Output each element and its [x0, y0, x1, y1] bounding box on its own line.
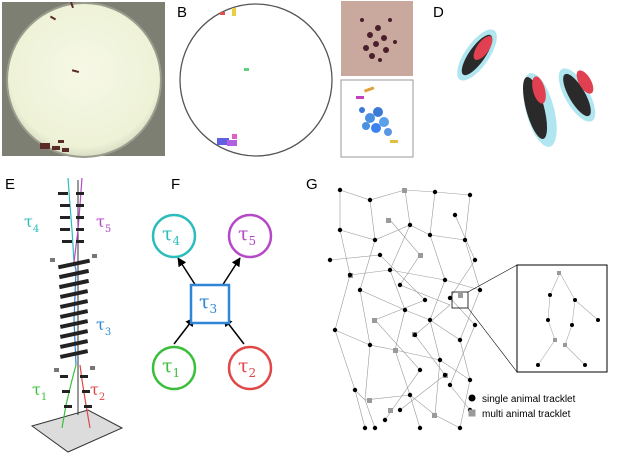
- arena-photo: [2, 1, 165, 158]
- legend-multi-label: multi animal tracklet: [482, 409, 571, 420]
- node-tau-5: [227, 213, 273, 259]
- tau-3-label-e: τ3: [96, 315, 111, 338]
- multi-tracklet-marker: [468, 409, 476, 417]
- graph-single-nodes: [327, 187, 483, 431]
- tracklet-graph: τ4 τ5 τ3 τ1 τ2: [151, 213, 273, 391]
- boundary-markers: [50, 254, 97, 372]
- svg-text:τ3: τ3: [199, 291, 217, 316]
- ant-bodies: [360, 18, 397, 62]
- tau-2-label-e: τ2: [90, 380, 105, 403]
- tau-4-label-e: τ4: [24, 212, 39, 235]
- tracklet-network-graph: single animal tracklet multi animal trac…: [327, 187, 608, 431]
- legend-single-label: single animal tracklet: [482, 394, 576, 405]
- zoom-selection-box: [451, 291, 469, 309]
- graph-legend: single animal tracklet multi animal trac…: [468, 394, 576, 420]
- tau-5-label-e: τ5: [96, 212, 111, 235]
- stacked-ant-frames: [57, 192, 92, 408]
- node-tau-1: [151, 345, 197, 391]
- panel-label-g: G: [306, 176, 318, 193]
- panel-label-f: F: [171, 176, 181, 193]
- ant-pose-vector-field: [457, 29, 596, 147]
- panel-label-e: E: [5, 176, 16, 193]
- svg-text:τ2: τ2: [238, 355, 256, 380]
- panel-label-d: D: [433, 4, 444, 21]
- segmented-ants: [356, 86, 398, 143]
- zoom-inset-graph: [536, 271, 600, 367]
- svg-text:τ5: τ5: [238, 223, 256, 248]
- node-tau-4: [151, 213, 197, 259]
- zoom-inset: [516, 264, 608, 373]
- single-tracklet-marker: [468, 394, 476, 402]
- ant-cluster: [40, 1, 80, 152]
- node-tau-2: [227, 345, 273, 391]
- node-tau-3: [189, 283, 231, 325]
- tracklet-stack-3d: τ4 τ5 τ3 τ1 τ2: [24, 177, 124, 453]
- ground-plane: [30, 409, 124, 453]
- ant-crop-images: [340, 1, 414, 158]
- svg-text:τ1: τ1: [162, 355, 180, 380]
- ant-pair-2: [522, 68, 596, 147]
- tracklet-path-4: [67, 177, 75, 263]
- svg-text:τ4: τ4: [162, 223, 181, 248]
- panel-label-b: B: [177, 4, 188, 21]
- segmented-arena: [179, 3, 333, 157]
- ant-pair-1: [457, 29, 497, 81]
- tau-1-label-e: τ1: [32, 380, 47, 403]
